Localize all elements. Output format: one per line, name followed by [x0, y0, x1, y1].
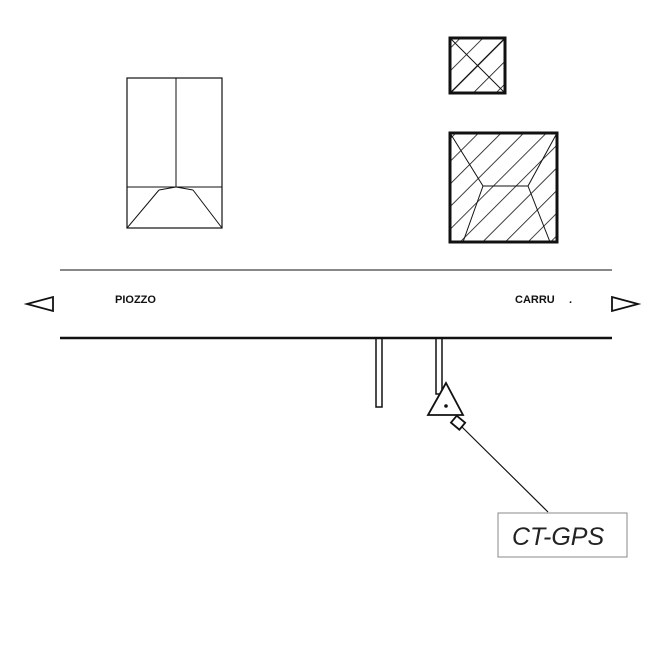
road-label-right-dot: .: [569, 294, 572, 306]
building-small-hatched: [448, 36, 507, 95]
callout-label: CT-GPS: [512, 523, 604, 551]
building-large-hatched: [448, 131, 559, 244]
callout-leader-line: [461, 426, 549, 513]
post-left: [375, 337, 383, 408]
arrow-left-triangle-icon: [23, 295, 54, 313]
road-label-right: CARRU: [515, 294, 555, 306]
camera-icon: [426, 381, 467, 431]
building-left: [126, 77, 223, 229]
callout-box: CT-GPS: [497, 512, 628, 558]
post-right: [435, 337, 443, 395]
road-label-left: PIOZZO: [115, 294, 156, 306]
arrow-right-triangle-icon: [611, 295, 642, 313]
